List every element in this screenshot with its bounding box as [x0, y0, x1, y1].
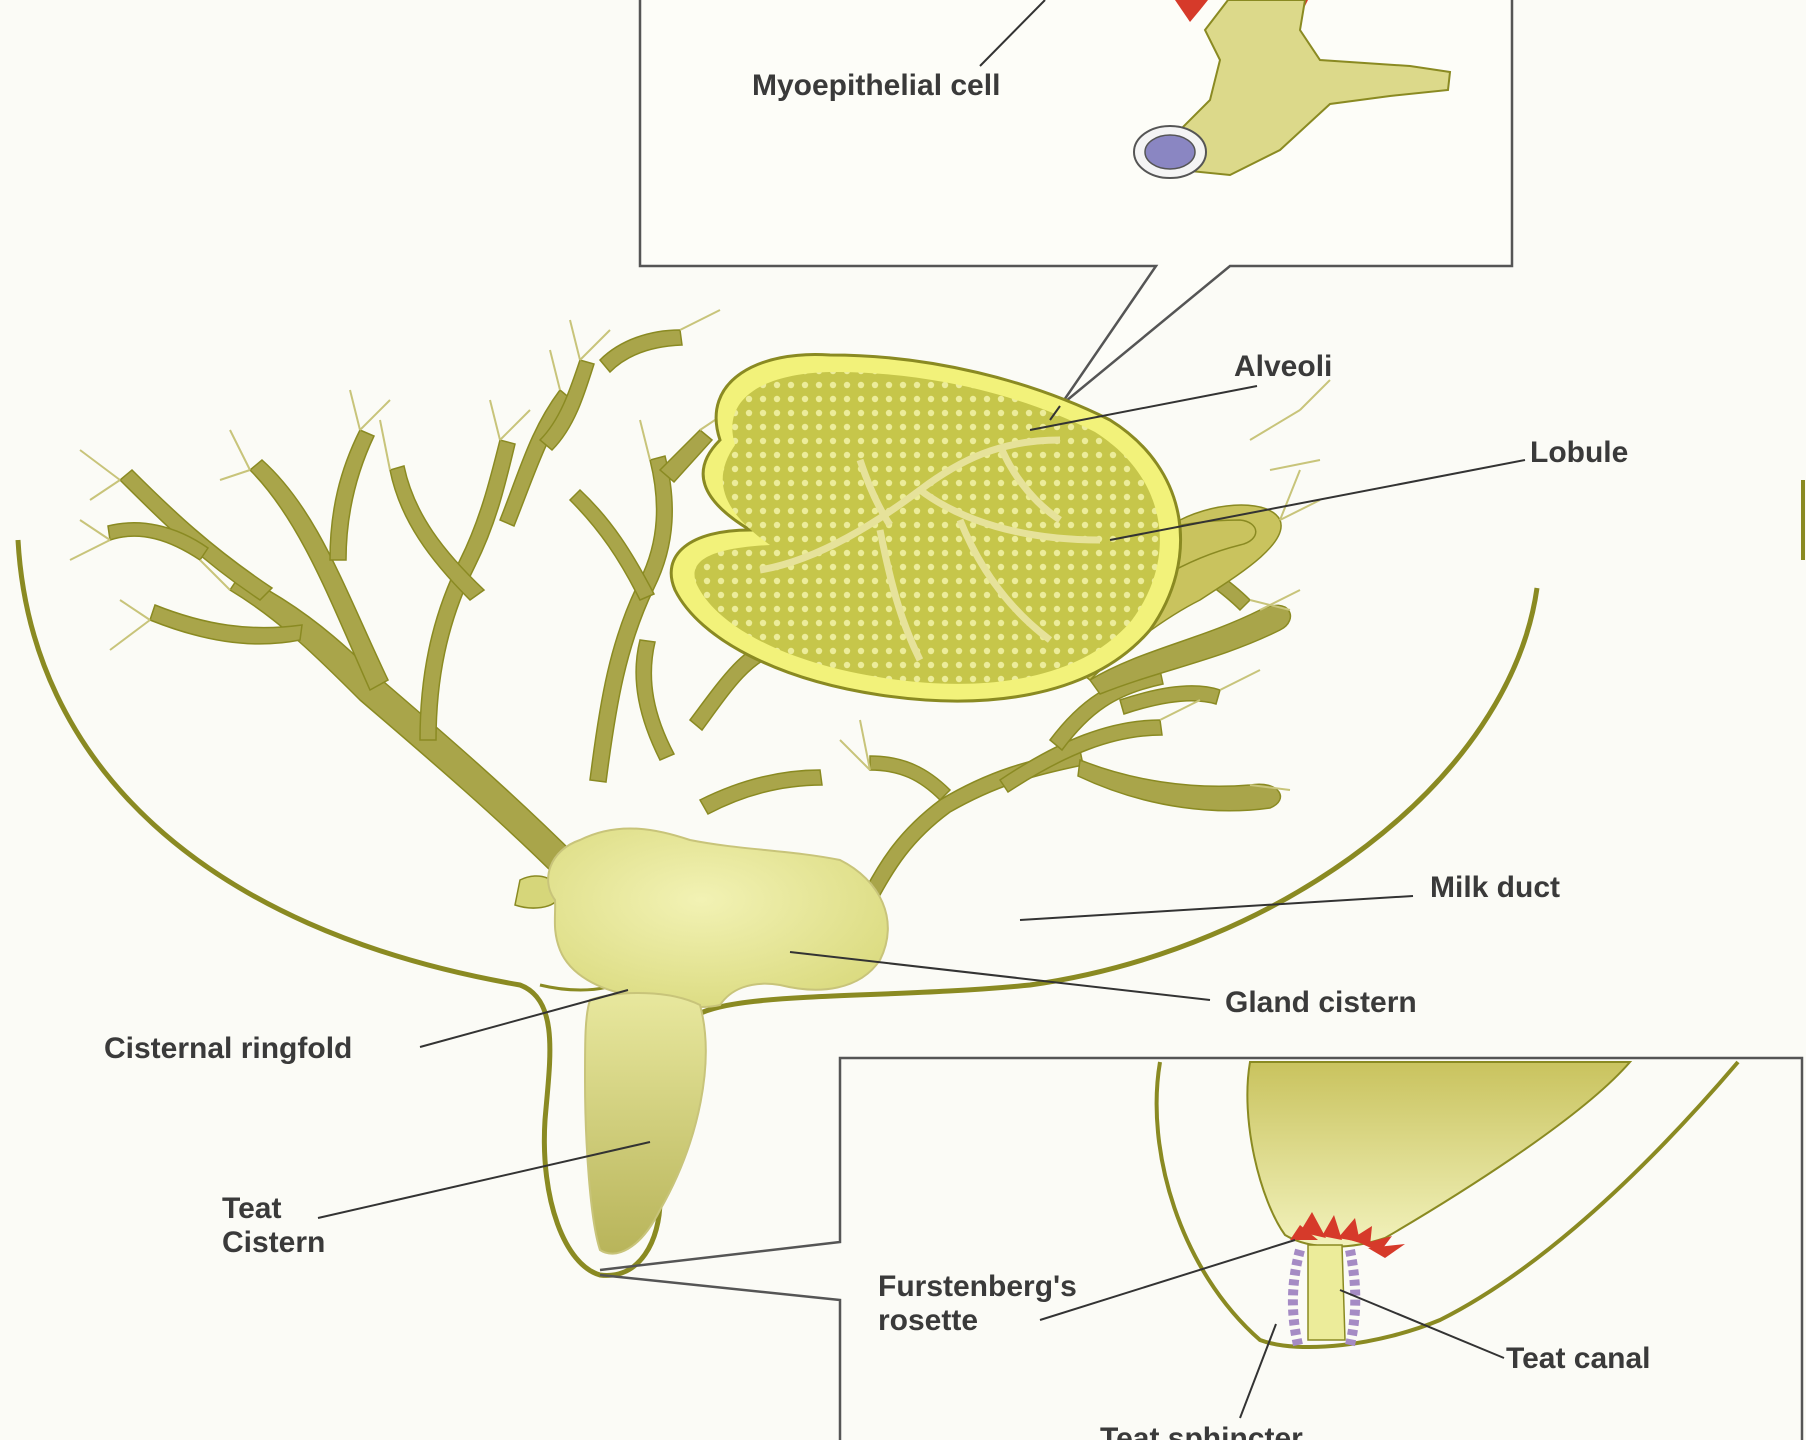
- label-lobule: Lobule: [1530, 436, 1628, 469]
- label-myoepithelial-cell: Myoepithelial cell: [752, 69, 1000, 102]
- label-teat-cistern-line1: Teat: [222, 1192, 281, 1225]
- inset-teat-cistern: [1247, 1062, 1630, 1247]
- teat-end-inset: [600, 1058, 1802, 1440]
- label-teat-sphincter: Teat sphincter: [1100, 1422, 1303, 1440]
- teat-cistern: [585, 993, 706, 1254]
- label-alveoli: Alveoli: [1234, 350, 1332, 383]
- label-furstenberg-line1: Furstenberg's: [878, 1270, 1077, 1303]
- label-milk-duct: Milk duct: [1430, 871, 1560, 904]
- label-teat-cistern-line2: Cistern: [222, 1226, 325, 1259]
- lobule: [671, 354, 1180, 701]
- leader-furstenberg: [1040, 1240, 1295, 1320]
- label-furstenberg-line2: rosette: [878, 1304, 978, 1337]
- label-cisternal-ringfold: Cisternal ringfold: [104, 1032, 352, 1065]
- inset-teat-canal: [1308, 1245, 1345, 1340]
- label-gland-cistern: Gland cistern: [1225, 986, 1417, 1019]
- ductule-lumen: [1145, 135, 1195, 169]
- label-teat-canal: Teat canal: [1506, 1342, 1651, 1375]
- alveolus-inset: Myoepithelial cell: [640, 0, 1512, 406]
- gland-cistern: [548, 828, 888, 1007]
- leader-milk-duct: [1020, 896, 1413, 920]
